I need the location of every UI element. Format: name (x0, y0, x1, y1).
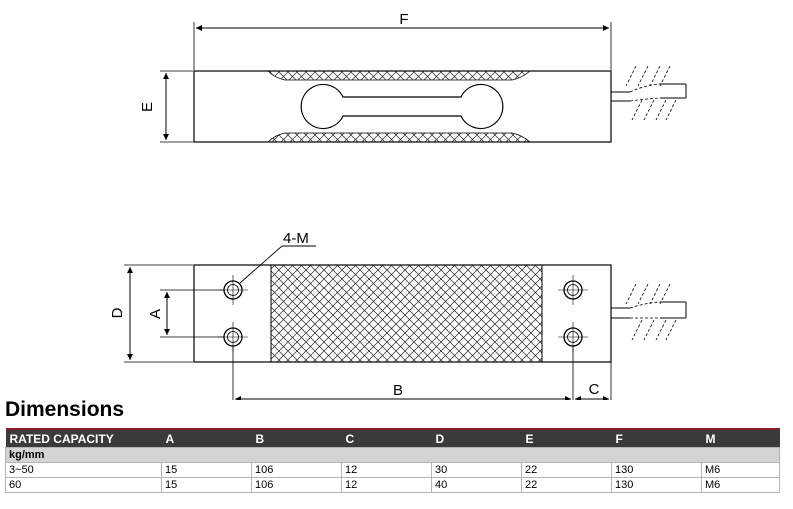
label-e: E (139, 102, 156, 112)
cable-icon (611, 65, 687, 121)
load-cell-drawing: F E (109, 11, 687, 400)
table-header-row: RATED CAPACITY A B C D E F M (5, 428, 780, 448)
table-row: 60 15 106 12 40 22 130 M6 (5, 477, 780, 493)
unit-label: kg/mm (5, 447, 780, 463)
dimensions-title: Dimensions (5, 398, 125, 421)
column-header: F (611, 428, 702, 448)
table-cell: 106 (251, 477, 342, 493)
column-header: RATED CAPACITY (5, 428, 162, 448)
column-header: D (431, 428, 522, 448)
table-cell: 3~50 (5, 462, 162, 478)
table-row: 3~50 15 106 12 30 22 130 M6 (5, 462, 780, 478)
column-header: B (251, 428, 342, 448)
table-cell: 40 (431, 477, 522, 493)
table-cell: 106 (251, 462, 342, 478)
plan-view: 4-M D A B C (109, 230, 687, 400)
column-header: A (161, 428, 252, 448)
leader-4m (239, 245, 283, 284)
column-header: M (701, 428, 780, 448)
table-cell: M6 (701, 477, 780, 493)
label-b: B (393, 382, 403, 399)
table-cell: 12 (341, 462, 432, 478)
column-header: E (521, 428, 612, 448)
column-header: C (341, 428, 432, 448)
table-cell: 130 (611, 462, 702, 478)
table-cell: M6 (701, 462, 780, 478)
table-cell: 15 (161, 477, 252, 493)
table-cell: 30 (431, 462, 522, 478)
label-c: C (589, 381, 600, 398)
table-cell: 22 (521, 462, 612, 478)
table-cell: 130 (611, 477, 702, 493)
label-4m: 4-M (283, 230, 309, 247)
table-cell: 15 (161, 462, 252, 478)
table-cell: 22 (521, 477, 612, 493)
table-cell: 60 (5, 477, 162, 493)
label-f: F (399, 11, 408, 28)
dimensions-table: RATED CAPACITY A B C D E F M kg/mm 3~50 … (5, 428, 780, 493)
label-d: D (109, 307, 126, 318)
dogbone-slot (300, 83, 504, 130)
cable-icon (611, 283, 687, 341)
mounting-hole-icon (558, 275, 588, 305)
label-a: A (147, 309, 164, 319)
knurled-area (270, 264, 543, 363)
unit-row: kg/mm (5, 447, 780, 463)
side-view: F E (139, 11, 687, 143)
table-cell: 12 (341, 477, 432, 493)
